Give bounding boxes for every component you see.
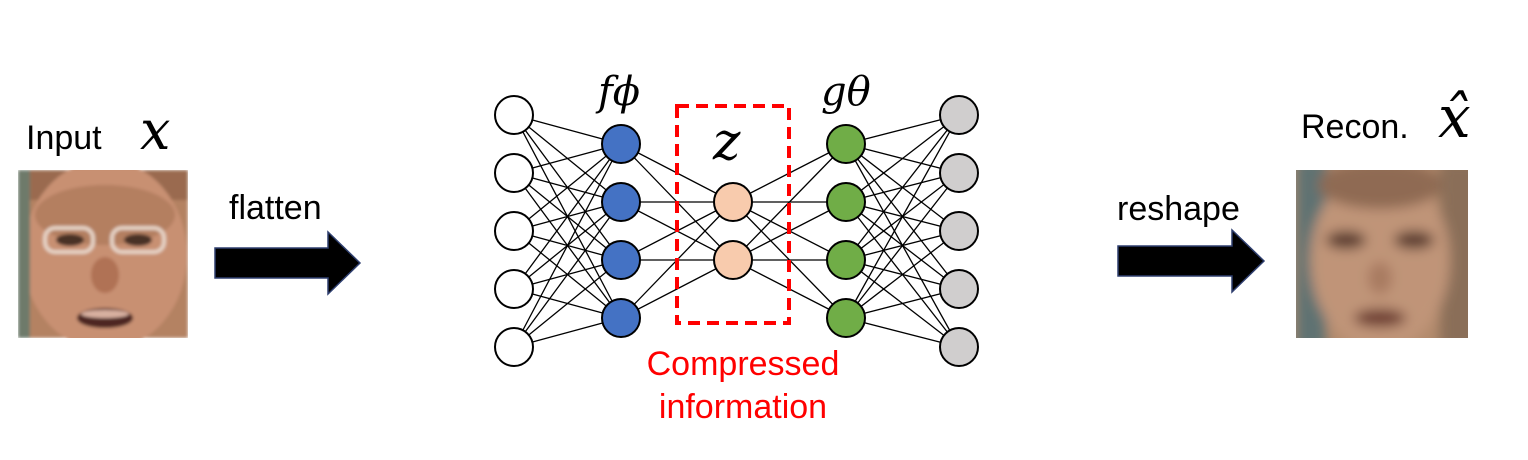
- decoder-layer-node-1: [826, 182, 866, 222]
- encoder-layer-node-0: [601, 124, 641, 164]
- output-layer-node-3: [939, 269, 979, 309]
- recon-label: Recon.: [1301, 108, 1409, 146]
- decoder-layer-node-0: [826, 124, 866, 164]
- input-layer-node-3: [494, 269, 534, 309]
- encoder-layer-node-2: [601, 240, 641, 280]
- input-face-image: [18, 170, 188, 338]
- reconstructed-face-image: [1296, 170, 1468, 338]
- edge-input-layer-4-to-encoder-layer-1: [513, 201, 622, 348]
- edge-input-layer-4-to-encoder-layer-0: [513, 143, 622, 348]
- output-layer-node-4: [939, 327, 979, 367]
- recon-symbol: x̂: [1438, 83, 1471, 151]
- output-layer-node-0: [939, 95, 979, 135]
- decoder-symbol: gθ: [821, 69, 871, 115]
- edge-decoder-layer-3-to-output-layer-2: [845, 230, 960, 319]
- flatten-arrow: [214, 230, 362, 296]
- decoder-layer-node-3: [826, 298, 866, 338]
- flatten-label: flatten: [229, 189, 322, 227]
- input-layer-node-0: [494, 95, 534, 135]
- edge-decoder-layer-3-to-output-layer-0: [845, 114, 960, 319]
- input-label: Input: [26, 119, 102, 157]
- input-layer-node-1: [494, 153, 534, 193]
- decoder-layer-node-2: [826, 240, 866, 280]
- edge-decoder-layer-1-to-output-layer-0: [845, 114, 960, 203]
- edge-input-layer-4-to-encoder-layer-2: [513, 259, 622, 348]
- edge-input-layer-2-to-encoder-layer-0: [513, 143, 622, 232]
- edge-decoder-layer-2-to-output-layer-0: [845, 114, 960, 261]
- latent-layer-node-1: [713, 240, 753, 280]
- encoder-symbol: fϕ: [598, 69, 641, 115]
- reshape-label: reshape: [1117, 190, 1240, 228]
- output-layer-node-1: [939, 153, 979, 193]
- input-layer-node-4: [494, 327, 534, 367]
- reshape-arrow: [1117, 228, 1266, 294]
- edge-input-layer-3-to-encoder-layer-0: [513, 143, 622, 290]
- network-nodes: [494, 95, 979, 367]
- compressed-information-label: Compressed information: [646, 345, 840, 426]
- input-symbol: x: [140, 99, 171, 162]
- output-layer-node-2: [939, 211, 979, 251]
- latent-dashed-box: [675, 104, 791, 325]
- edge-latent-layer-1-to-decoder-layer-0: [732, 143, 847, 261]
- encoder-layer-node-3: [601, 298, 641, 338]
- encoder-layer-node-1: [601, 182, 641, 222]
- latent-symbol: z: [713, 112, 741, 172]
- edge-decoder-layer-3-to-output-layer-1: [845, 172, 960, 319]
- latent-layer-node-0: [713, 182, 753, 222]
- input-layer-node-2: [494, 211, 534, 251]
